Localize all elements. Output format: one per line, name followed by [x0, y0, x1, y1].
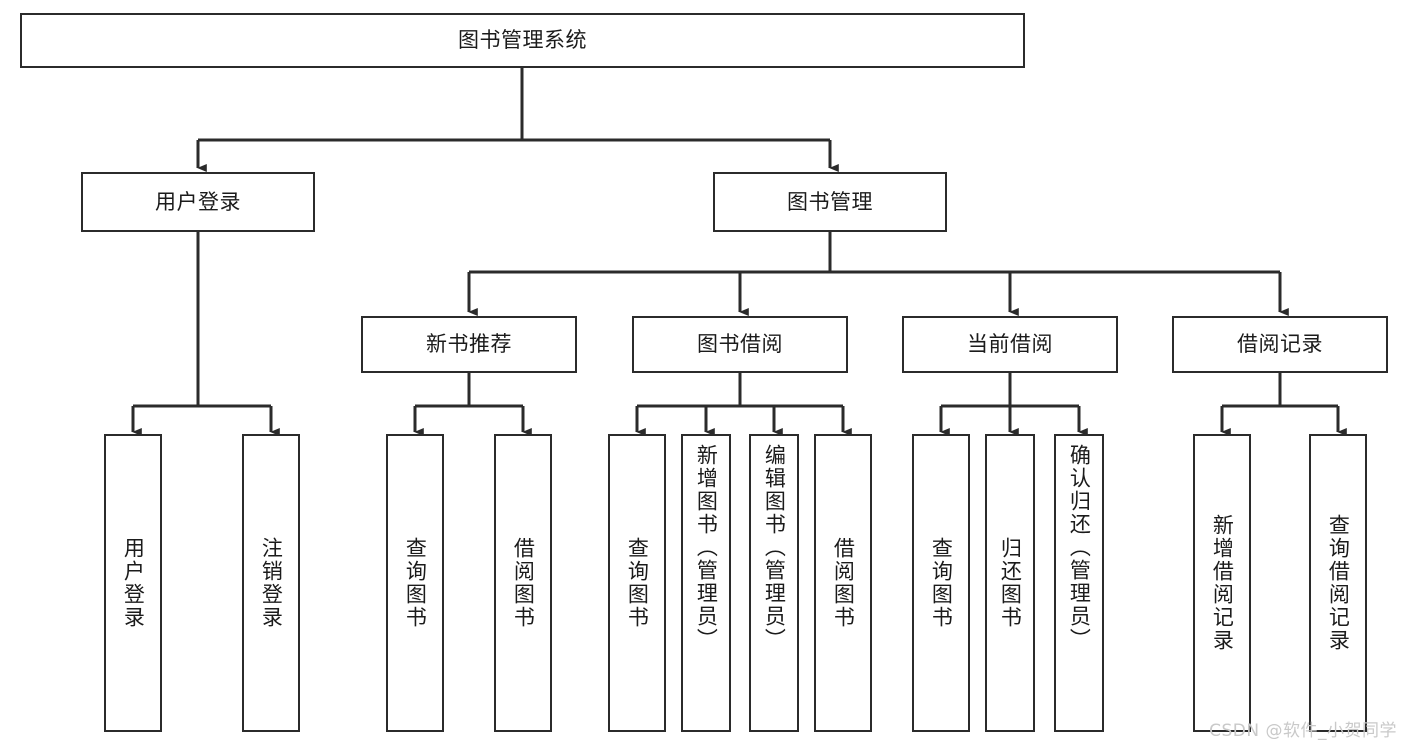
node-leaf-query-record[interactable]: 查询借阅记录 [1309, 434, 1367, 732]
node-leaf-add-book-label: 新增图书（管理员） [694, 444, 719, 651]
node-new-book-rec[interactable]: 新书推荐 [361, 316, 577, 373]
node-leaf-user-login[interactable]: 用户登录 [104, 434, 162, 732]
node-book-borrow-label: 图书借阅 [697, 332, 783, 357]
node-book-manage[interactable]: 图书管理 [713, 172, 947, 232]
csdn-watermark: CSDN @软件_小贺同学 [1209, 721, 1397, 741]
node-leaf-query-book-2[interactable]: 查询图书 [608, 434, 666, 732]
node-new-book-rec-label: 新书推荐 [426, 332, 512, 357]
node-book-borrow[interactable]: 图书借阅 [632, 316, 848, 373]
node-leaf-borrow-book-1-label: 借阅图书 [511, 537, 536, 629]
node-leaf-query-book-2-label: 查询图书 [625, 537, 650, 629]
node-current-borrow-label: 当前借阅 [967, 332, 1053, 357]
node-leaf-query-book-1-label: 查询图书 [403, 537, 428, 629]
node-leaf-edit-book[interactable]: 编辑图书（管理员） [749, 434, 799, 732]
node-leaf-edit-book-label: 编辑图书（管理员） [762, 444, 787, 651]
node-leaf-borrow-book-2-label: 借阅图书 [831, 537, 856, 629]
node-leaf-return-book[interactable]: 归还图书 [985, 434, 1035, 732]
node-leaf-query-record-label: 查询借阅记录 [1326, 514, 1351, 652]
node-leaf-return-book-label: 归还图书 [998, 537, 1023, 629]
node-leaf-query-book-3[interactable]: 查询图书 [912, 434, 970, 732]
node-user-login-label: 用户登录 [155, 189, 241, 214]
node-leaf-user-login-label: 用户登录 [121, 537, 146, 629]
node-leaf-confirm-return[interactable]: 确认归还（管理员） [1054, 434, 1104, 732]
node-leaf-logout[interactable]: 注销登录 [242, 434, 300, 732]
node-current-borrow[interactable]: 当前借阅 [902, 316, 1118, 373]
node-root[interactable]: 图书管理系统 [20, 13, 1025, 68]
node-leaf-query-book-1[interactable]: 查询图书 [386, 434, 444, 732]
node-leaf-logout-label: 注销登录 [259, 537, 284, 629]
node-leaf-add-record[interactable]: 新增借阅记录 [1193, 434, 1251, 732]
node-leaf-confirm-return-label: 确认归还（管理员） [1067, 444, 1092, 651]
node-leaf-add-record-label: 新增借阅记录 [1210, 514, 1235, 652]
node-leaf-borrow-book-1[interactable]: 借阅图书 [494, 434, 552, 732]
node-borrow-record[interactable]: 借阅记录 [1172, 316, 1388, 373]
node-user-login[interactable]: 用户登录 [81, 172, 315, 232]
node-leaf-add-book[interactable]: 新增图书（管理员） [681, 434, 731, 732]
node-leaf-borrow-book-2[interactable]: 借阅图书 [814, 434, 872, 732]
node-leaf-query-book-3-label: 查询图书 [929, 537, 954, 629]
node-borrow-record-label: 借阅记录 [1237, 332, 1323, 357]
node-book-manage-label: 图书管理 [787, 189, 873, 214]
node-root-label: 图书管理系统 [458, 28, 587, 53]
